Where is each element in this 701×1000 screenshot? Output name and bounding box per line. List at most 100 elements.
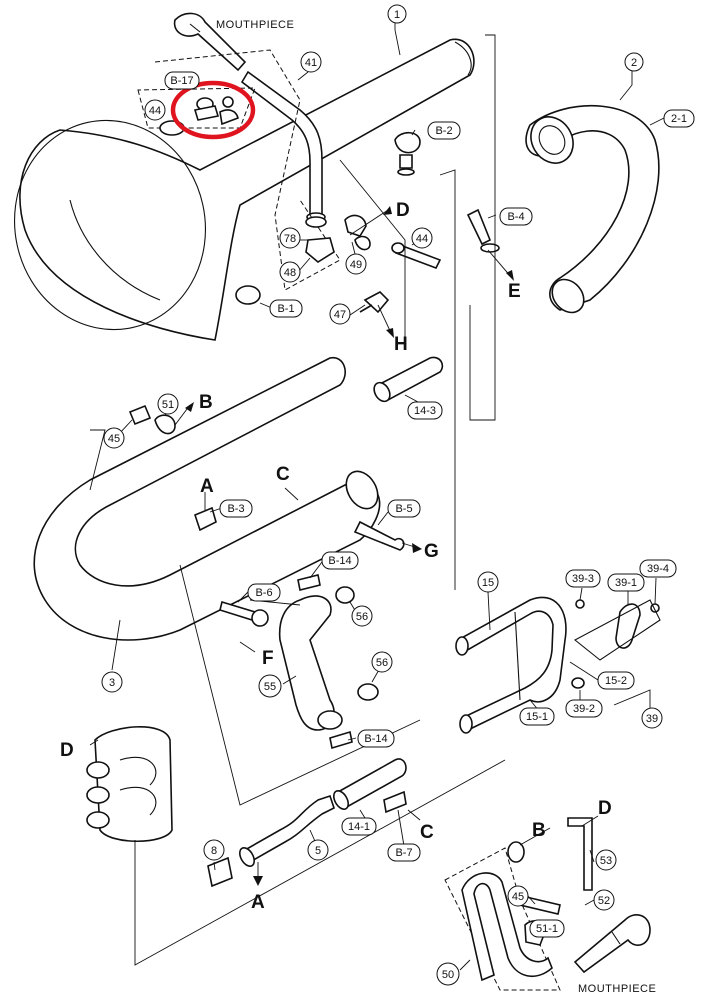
- svg-text:B-1: B-1: [277, 303, 294, 315]
- assembly-line-bottom: [134, 759, 506, 966]
- svg-text:44: 44: [149, 105, 161, 117]
- svg-text:39-4: 39-4: [647, 563, 669, 575]
- callout-b2: B-2: [427, 121, 461, 140]
- leader-15-2: [569, 661, 599, 681]
- callout-b1: B-1: [269, 299, 303, 318]
- svg-text:B-4: B-4: [507, 211, 524, 223]
- callout-14-1: 14-1: [341, 817, 377, 836]
- svg-text:55: 55: [264, 681, 276, 693]
- mouthpiece-bottom: [573, 914, 651, 974]
- cap-56-a: [335, 586, 355, 604]
- bell-inner-shade: [69, 199, 161, 301]
- connector-E: E: [508, 281, 521, 302]
- svg-text:49: 49: [350, 259, 362, 271]
- part-45: [128, 404, 152, 426]
- mouthpiece-top-label: MOUTHPIECE: [216, 19, 294, 31]
- svg-text:B-17: B-17: [170, 75, 193, 87]
- part-78-ring: [305, 216, 327, 228]
- callout-44-a: 44: [144, 99, 166, 121]
- callout-52: 52: [593, 889, 615, 911]
- bell-assembly: [13, 38, 475, 341]
- b14-b-part: [329, 730, 353, 750]
- part-49-fitting: [344, 214, 367, 237]
- svg-text:45: 45: [108, 433, 120, 445]
- leader-52: [584, 899, 595, 906]
- callout-b6: B-6: [247, 583, 281, 602]
- assembly-line-lower: [179, 564, 421, 806]
- callout-b4: B-4: [499, 207, 533, 226]
- bell-tube-end: [454, 41, 472, 76]
- callout-39-4: 39-4: [639, 559, 677, 578]
- arrow-G-head: [412, 543, 422, 553]
- leader-b14a: [309, 561, 323, 579]
- arrow-F-line: [239, 641, 256, 653]
- svg-text:48: 48: [284, 267, 296, 279]
- b4-screw: [466, 208, 492, 246]
- highlight-circle: [170, 80, 256, 140]
- callout-47: 47: [329, 303, 351, 325]
- callout-b14-a: B-14: [321, 551, 359, 570]
- callout-56-b: 56: [371, 651, 393, 673]
- assembly-line-right: [469, 34, 496, 421]
- callout-5: 5: [307, 839, 329, 861]
- callout-14-3: 14-3: [407, 401, 443, 420]
- b7-part: [383, 790, 407, 814]
- callout-44-b: 44: [411, 227, 433, 249]
- b1-cap: [235, 285, 261, 305]
- callout-2: 2: [624, 52, 644, 72]
- assembly-line-mid: [439, 169, 456, 590]
- connector-B-bottom: B: [532, 820, 546, 841]
- callout-45-b: 45: [507, 885, 529, 907]
- callout-15-1: 15-1: [519, 707, 555, 726]
- leader-50: [459, 959, 471, 971]
- bell-rim: [13, 119, 207, 331]
- callout-50: 50: [436, 962, 460, 986]
- arrow-B-bottom-line: [519, 827, 551, 846]
- leader-b2: [411, 129, 416, 136]
- svg-text:14-3: 14-3: [414, 405, 436, 417]
- svg-text:44: 44: [416, 233, 428, 245]
- part-b-fitting: [507, 841, 525, 863]
- svg-text:39-3: 39-3: [572, 573, 594, 585]
- connector-D-left: D: [60, 740, 74, 761]
- svg-text:51: 51: [162, 399, 174, 411]
- leadpipe-group-boundary: [154, 49, 341, 291]
- callout-41: 41: [300, 51, 322, 73]
- svg-text:15-2: 15-2: [605, 675, 627, 687]
- callout-49: 49: [345, 253, 367, 275]
- arrow-D-left-line: [89, 739, 99, 746]
- svg-text:B-14: B-14: [328, 555, 351, 567]
- mouthpiece-bottom-label: MOUTHPIECE: [578, 983, 656, 995]
- svg-text:14-1: 14-1: [348, 821, 370, 833]
- b14-a-part: [297, 574, 321, 591]
- leader-55: [282, 675, 297, 685]
- callout-55: 55: [258, 674, 282, 698]
- mouthpiece-top: [173, 12, 247, 72]
- callout-8: 8: [203, 839, 225, 861]
- callout-39-2: 39-2: [565, 699, 603, 718]
- arrow-D-top-head: [383, 206, 392, 215]
- leader-45b: [527, 895, 536, 905]
- leader-39-3: [579, 587, 583, 601]
- callout-78: 78: [279, 227, 301, 249]
- svg-text:39: 39: [646, 713, 658, 725]
- valve-cluster: [86, 726, 173, 843]
- leader-b7: [397, 809, 405, 847]
- leader-8: [213, 861, 216, 871]
- callout-b14-b: B-14: [357, 729, 395, 748]
- callout-15-2: 15-2: [597, 671, 635, 690]
- arrow-E-head: [506, 270, 514, 281]
- svg-text:39-1: 39-1: [615, 577, 637, 589]
- arrow-H-head: [386, 328, 394, 338]
- b5-part: [353, 520, 405, 551]
- svg-text:41: 41: [305, 57, 317, 69]
- leader-b5: [377, 511, 389, 526]
- arrow-C-bottom-line: [407, 809, 421, 821]
- crook-2-opening: [530, 116, 574, 164]
- tube-5: [243, 794, 335, 864]
- callout-53: 53: [595, 849, 617, 871]
- leader-1: [394, 22, 401, 56]
- callout-48: 48: [279, 261, 301, 283]
- callout-51-1: 51-1: [529, 919, 565, 938]
